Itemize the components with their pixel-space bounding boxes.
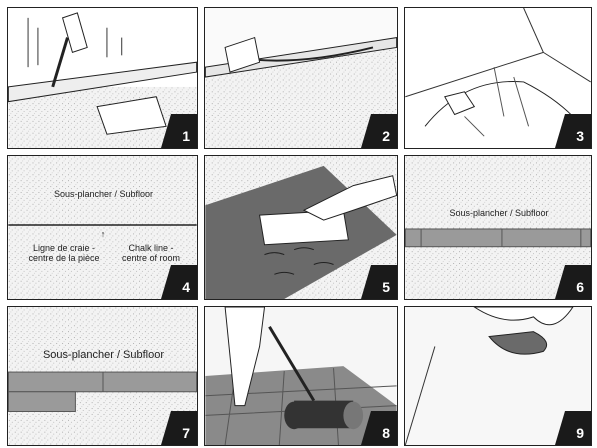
chalk-line-label-fr: Ligne de craie - centre de la pièce (24, 243, 104, 263)
step-badge-8: 8 (361, 411, 397, 445)
chalk-line-label-fr-line1: Ligne de craie - (32, 243, 96, 253)
step-badge-2: 2 (361, 114, 397, 148)
step-badge-7: 7 (161, 411, 197, 445)
step-1-illustration (8, 12, 197, 148)
step-panel-3: 3 (404, 7, 592, 149)
chalk-line-label-en-line2: centre of room (121, 253, 181, 263)
step-4-subfloor (8, 156, 197, 299)
chalk-line-label-en: Chalk line - centre of room (113, 243, 189, 263)
step-badge-6: 6 (555, 265, 591, 299)
step-badge-1: 1 (161, 114, 197, 148)
step-panel-1: 1 (7, 7, 198, 149)
step-6-subfloor (405, 156, 591, 299)
step-panel-2: 2 (204, 7, 398, 149)
subfloor-label: Sous-plancher / Subfloor (42, 349, 165, 361)
step-panel-7: Sous-plancher / Subfloor 7 (7, 306, 198, 446)
step-8-illustration (205, 307, 397, 445)
step-2-illustration (205, 8, 397, 148)
step-panel-4: Sous-plancher / Subfloor ↑ Ligne de crai… (7, 155, 198, 300)
step-panel-8: 8 (204, 306, 398, 446)
step-5-illustration (205, 156, 397, 299)
subfloor-label: Sous-plancher / Subfloor (53, 189, 154, 199)
step-panel-9: 9 (404, 306, 592, 446)
step-3-illustration (405, 8, 591, 137)
subfloor-label: Sous-plancher / Subfloor (449, 208, 549, 218)
chalk-line-label-en-line1: Chalk line - (128, 243, 174, 253)
step-badge-3: 3 (555, 114, 591, 148)
step-badge-5: 5 (361, 265, 397, 299)
step-panel-5: 5 (204, 155, 398, 300)
step-badge-4: 4 (161, 265, 197, 299)
step-badge-9: 9 (555, 411, 591, 445)
step-7-subfloor (8, 307, 197, 445)
step-9-illustration (405, 307, 591, 445)
chalk-line-label-fr-line2: centre de la pièce (28, 253, 100, 263)
chalk-arrow: ↑ (100, 229, 106, 239)
step-panel-6: Sous-plancher / Subfloor 6 (404, 155, 592, 300)
